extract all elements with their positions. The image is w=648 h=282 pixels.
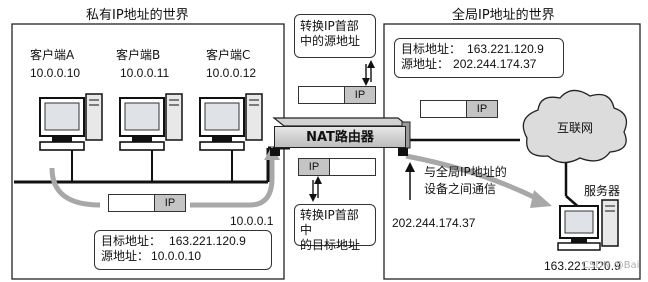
nat-global-ip: 202.244.174.37 <box>392 216 476 230</box>
client-b-label: 客户端B <box>116 48 161 62</box>
global-network-title: 全局IP地址的世界 <box>452 8 555 23</box>
watermark: CSDN @Bai <box>582 260 640 271</box>
internet-label: 互联网 <box>557 121 594 135</box>
client-c-label: 客户端C <box>206 48 251 62</box>
nat-bottom-packet-header: IP <box>299 159 330 175</box>
nat-bottom-note-line1: 转换IP首部中 <box>300 208 359 237</box>
global-packet-info: 目标地址： 163.221.120.9 源地址：202.244.174.37 <box>394 38 564 78</box>
nat-router: NAT路由器 <box>274 126 406 148</box>
nat-bottom-packet: IP <box>298 158 376 176</box>
client-a-label: 客户端A <box>30 48 75 62</box>
flow-arrow-right-head <box>530 190 552 208</box>
private-network-title: 私有IP地址的世界 <box>86 8 189 23</box>
private-packet: IP <box>108 194 186 212</box>
private-dest-label: 目标地址： <box>101 234 162 248</box>
nat-router-port-left <box>270 148 280 156</box>
nat-top-note-line2: 中的源地址 <box>300 34 361 48</box>
global-dest-label: 目标地址： <box>401 42 462 56</box>
global-dest-ip: 163.221.120.9 <box>467 42 544 56</box>
client-b-ip: 10.0.0.11 <box>120 66 170 80</box>
nat-bottom-note-line2: 的目标地址 <box>300 238 361 252</box>
flow-arrow-left-start <box>49 167 101 208</box>
communication-note-line1: 与全局IP地址的 <box>424 165 507 179</box>
global-src-label: 源地址： <box>401 57 450 71</box>
global-network-region <box>383 23 641 280</box>
flow-arrow-right <box>405 153 542 203</box>
private-packet-payload <box>109 195 154 211</box>
global-packet: IP <box>420 100 498 118</box>
flow-arrow-left-end <box>190 156 275 208</box>
nat-top-packet: IP <box>298 86 376 104</box>
private-network-region <box>11 23 285 280</box>
nat-router-top-face <box>272 117 410 127</box>
private-dest-ip: 163.221.120.9 <box>169 234 246 248</box>
client-c-computer-icon <box>199 93 263 151</box>
global-src-ip: 202.244.174.37 <box>453 57 537 71</box>
nat-bottom-note: 转换IP首部中 的目标地址 <box>294 204 376 252</box>
client-a-ip: 10.0.0.10 <box>30 66 81 80</box>
nat-router-port-right <box>398 148 408 156</box>
global-ip-pointer-head <box>405 162 415 172</box>
internet-cloud-icon <box>522 89 628 164</box>
server-computer-icon <box>557 199 619 251</box>
private-packet-info: 目标地址： 163.221.120.9 源地址：10.0.0.10 <box>94 230 272 270</box>
private-packet-header: IP <box>154 195 185 211</box>
nat-top-note: 转换IP首部 中的源地址 <box>294 14 376 58</box>
private-src-label: 源地址： <box>101 249 150 263</box>
client-c-ip: 10.0.0.12 <box>206 66 257 80</box>
client-b-computer-icon <box>119 93 183 151</box>
nat-top-note-line1: 转换IP首部 <box>300 19 359 33</box>
server-label: 服务器 <box>584 184 621 198</box>
nat-top-packet-header: IP <box>344 87 375 103</box>
client-a-computer-icon <box>39 93 103 151</box>
private-src-ip: 10.0.0.10 <box>151 249 202 263</box>
communication-note-line2: 设备之间通信 <box>424 182 497 196</box>
gateway-ip: 10.0.0.1 <box>230 214 274 228</box>
global-packet-header: IP <box>466 101 497 117</box>
server-ip: 163.221.120.9 <box>544 259 621 273</box>
communication-note: 与全局IP地址的 设备之间通信 <box>424 164 507 198</box>
